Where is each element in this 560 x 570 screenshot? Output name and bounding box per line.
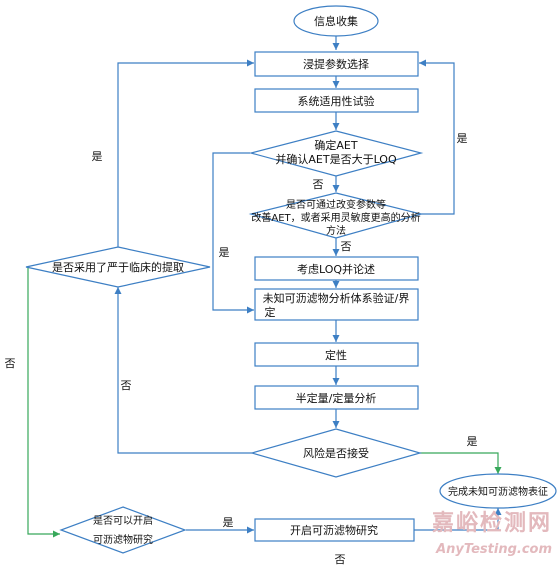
- edge-extreme-yes: [117, 59, 254, 247]
- node-consider-loq-label: 考虑LOQ并论述: [297, 262, 375, 276]
- edge-label-risk-yes: 是: [467, 435, 478, 448]
- node-extraction-params: 浸提参数选择: [254, 51, 419, 77]
- node-qualitative-label: 定性: [325, 348, 347, 362]
- node-extreme-decision: 是否采用了严于临床的提取: [25, 246, 211, 288]
- node-quantitative-label: 半定量/定量分析: [296, 391, 377, 405]
- watermark-cn: 嘉峪检测网: [432, 510, 552, 536]
- edge-risk-yes: [420, 452, 502, 474]
- node-qualitative: 定性: [254, 342, 419, 367]
- edge-label-leachable-no: 否: [335, 553, 346, 566]
- edge-risk-no: [114, 287, 252, 454]
- edge-label-improve-no: 否: [341, 240, 352, 253]
- watermark: 嘉峪检测网 AnyTesting.com: [432, 510, 552, 557]
- node-complete: 完成未知可沥滤物表征: [439, 473, 557, 509]
- node-extreme-label: 是否采用了严于临床的提取: [52, 260, 184, 274]
- edge-extreme-no: [27, 267, 60, 538]
- node-leachable-decision: 是否可以开启 可沥滤物研究: [59, 506, 187, 554]
- node-leachable-study-label: 开启可沥滤物研究: [290, 523, 378, 537]
- node-risk-decision: 风险是否接受: [249, 428, 423, 478]
- node-suitability: 系统适用性试验: [254, 88, 419, 113]
- edge-study-to-complete: [414, 508, 502, 531]
- node-improve-line3: 方法: [326, 224, 346, 237]
- node-aet-line1: 确定AET: [314, 138, 357, 152]
- edge-label-extreme-no: 否: [5, 357, 16, 370]
- node-consider-loq: 考虑LOQ并论述: [254, 256, 419, 281]
- node-quantitative: 半定量/定量分析: [254, 385, 419, 410]
- edge-label-extreme-yes: 是: [92, 150, 103, 163]
- edge-label-aet-no: 否: [313, 178, 324, 191]
- node-improve-line1: 是否可通过改变参数等: [286, 198, 386, 211]
- node-leachable-line2: 可沥滤物研究: [93, 533, 153, 546]
- edge-label-aet-yes: 是: [219, 246, 230, 259]
- node-unknown-validation: 未知可沥滤物分析体系验证/界 定: [254, 288, 419, 321]
- node-leachable-study: 开启可沥滤物研究: [254, 518, 415, 542]
- node-validation-line1: 未知可沥滤物分析体系验证/界: [263, 291, 410, 305]
- edge-label-leachable-yes: 是: [223, 516, 234, 529]
- node-start: 信息收集: [293, 5, 379, 37]
- node-leachable-line1: 是否可以开启: [93, 514, 153, 527]
- node-aet-decision: 确定AET 并确认AET是否大于LOQ: [248, 130, 424, 177]
- node-improve-line2: 改善AET，或者采用灵敏度更高的分析: [251, 211, 420, 224]
- node-validation-line2: 定: [265, 305, 276, 319]
- node-complete-label: 完成未知可沥滤物表征: [448, 485, 548, 498]
- node-start-label: 信息收集: [314, 14, 358, 28]
- watermark-en: AnyTesting.com: [435, 542, 552, 557]
- edge-label-risk-no: 否: [121, 379, 132, 392]
- edge-improve-yes-loop: [419, 59, 455, 215]
- node-risk-label: 风险是否接受: [303, 446, 369, 460]
- edge-label-improve-yes: 是: [457, 132, 468, 145]
- node-extraction-params-label: 浸提参数选择: [303, 57, 369, 71]
- node-suitability-label: 系统适用性试验: [298, 94, 375, 108]
- node-aet-line2: 并确认AET是否大于LOQ: [275, 152, 397, 166]
- edge-aet-yes: [212, 152, 254, 314]
- node-improve-decision: 是否可通过改变参数等 改善AET，或者采用灵敏度更高的分析 方法: [248, 192, 424, 239]
